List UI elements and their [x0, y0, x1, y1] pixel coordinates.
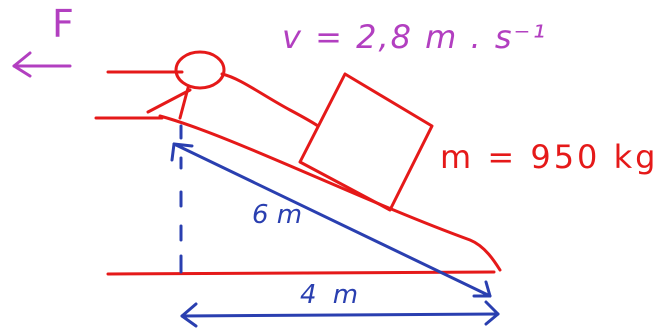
box [298, 72, 434, 212]
base-length-label: 4 m [300, 280, 363, 310]
velocity-label: v = 2,8 m . s⁻¹ [282, 18, 548, 56]
slope-length-label: 6 m [252, 200, 303, 230]
base-dimension-arrow [180, 300, 500, 328]
diagram-canvas [12, 50, 502, 328]
mass-label: m = 950 kg [440, 138, 658, 176]
force-label: F [52, 2, 74, 46]
force-arrow [12, 51, 72, 78]
slope-dimension-arrow [170, 142, 492, 298]
pulley [174, 50, 226, 90]
rope-and-ground [94, 70, 496, 276]
